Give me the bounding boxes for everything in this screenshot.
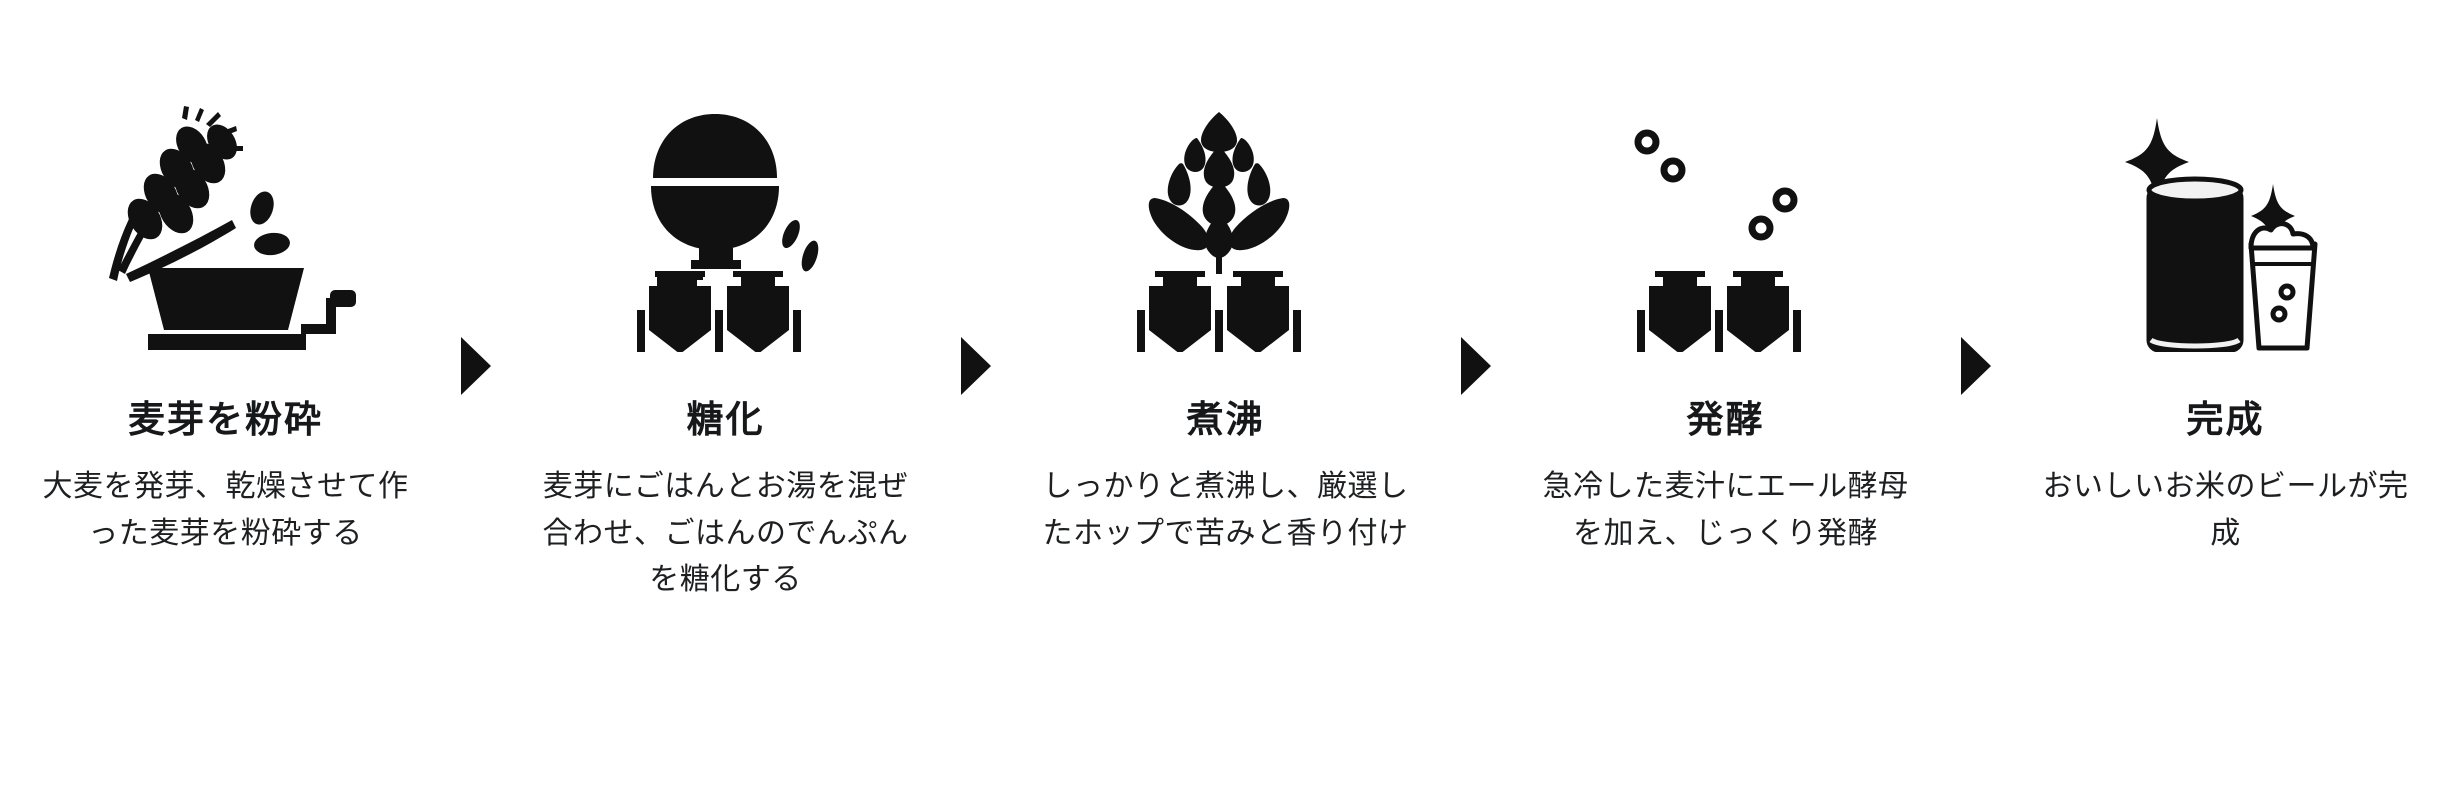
step-title: 麦芽を粉砕 [128, 399, 323, 440]
step-description: 大麦を発芽、乾燥させて作った麦芽を粉砕する [42, 470, 409, 550]
finished-beer-can-glass-icon [2016, 62, 2436, 352]
arrow-step-1-to-2 [436, 0, 516, 787]
malt-mill-icon [16, 62, 436, 352]
fermentation-bubbles-tanks-icon [1516, 62, 1936, 352]
arrow-step-3-to-4 [1436, 0, 1516, 787]
process-step-2: 糖化 麦芽にごはんとお湯を混ぜ合わせ、ごはんのでんぷんを糖化する [516, 0, 936, 604]
arrow-step-4-to-5 [1936, 0, 2016, 787]
bubble-group [1634, 129, 1797, 241]
process-step-4: 発酵 急冷した麦汁にエール酵母を加え、じっくり発酵 [1516, 0, 1936, 557]
step-title: 発酵 [1686, 399, 1765, 440]
process-step-1: 麦芽を粉砕 大麦を発芽、乾燥させて作った麦芽を粉砕する [16, 0, 436, 557]
mashing-rice-bowl-tanks-icon [516, 62, 936, 352]
boiling-hop-tanks-icon [1016, 62, 1436, 352]
process-step-5: 完成 おいしいお米のビールが完成 [2016, 0, 2436, 557]
step-description: 麦芽にごはんとお湯を混ぜ合わせ、ごはんのでんぷんを糖化する [542, 470, 909, 597]
step-description: しっかりと煮沸し、厳選したホップで苦みと香り付け [1042, 470, 1409, 550]
process-step-3: 煮沸 しっかりと煮沸し、厳選したホップで苦みと香り付け [1016, 0, 1436, 557]
step-title: 完成 [2186, 399, 2265, 440]
step-title: 煮沸 [1186, 399, 1265, 440]
step-description: おいしいお米のビールが完成 [2042, 470, 2409, 550]
step-description: 急冷した麦汁にエール酵母を加え、じっくり発酵 [1542, 470, 1909, 550]
arrow-step-2-to-3 [936, 0, 1016, 787]
step-title: 糖化 [686, 399, 765, 440]
